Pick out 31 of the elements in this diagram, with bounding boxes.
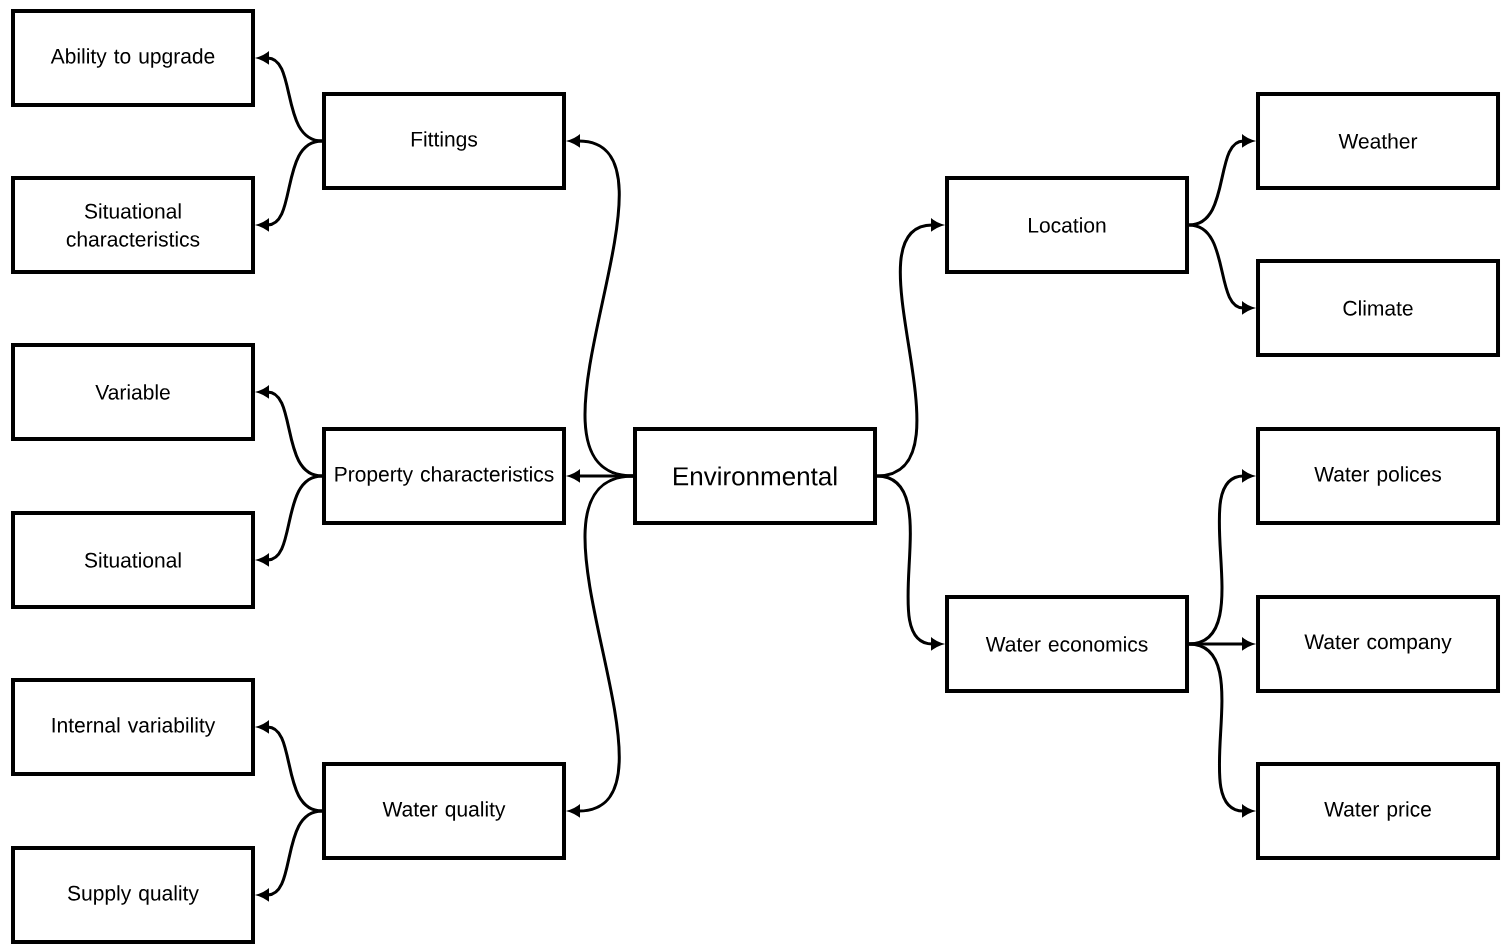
arrow (258, 52, 323, 143)
arrow (876, 474, 942, 650)
category-box: Water quality (322, 762, 566, 860)
category-box: Fittings (322, 92, 566, 190)
category-box: Situational characteristics (11, 176, 255, 274)
category-box: Location (945, 176, 1189, 274)
category-box: Ability to upgrade (11, 9, 255, 107)
arrow (569, 470, 633, 482)
arrow (1188, 642, 1253, 817)
arrow (258, 809, 323, 901)
arrow (258, 139, 323, 231)
arrow (258, 474, 323, 566)
arrow (258, 386, 323, 478)
arrow (1189, 638, 1253, 650)
category-box: Water price (1256, 762, 1500, 860)
arrow (1188, 223, 1253, 314)
arrow (876, 219, 942, 478)
arrow (569, 474, 634, 817)
category-box: Water polices (1256, 427, 1500, 525)
category-box: Weather (1256, 92, 1500, 190)
category-box: Supply quality (11, 846, 255, 944)
arrow (258, 721, 323, 813)
category-box: Internal variability (11, 678, 255, 776)
category-box: Water economics (945, 595, 1189, 693)
category-box: Situational (11, 511, 255, 609)
category-box: Property characteristics (322, 427, 566, 525)
root-box: Environmental (633, 427, 877, 525)
arrow (1188, 135, 1253, 227)
category-box: Climate (1256, 259, 1500, 357)
category-box: Variable (11, 343, 255, 441)
category-box: Water company (1256, 595, 1500, 693)
